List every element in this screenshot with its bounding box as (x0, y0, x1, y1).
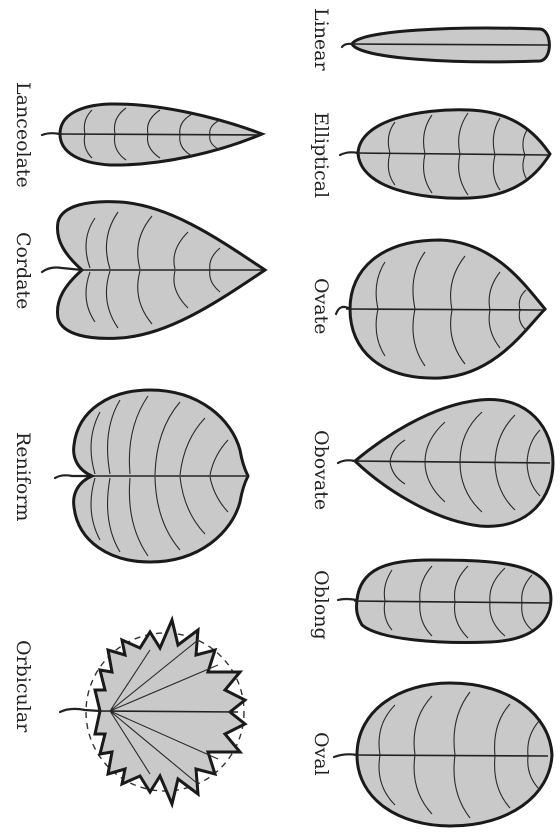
leaf-linear (342, 28, 549, 62)
label-reniform: Reniform (13, 432, 32, 521)
label-obovate: Obovate (311, 430, 330, 510)
label-ovate: Ovate (311, 278, 330, 335)
leaf-cordate (42, 202, 265, 339)
label-linear: Linear (311, 8, 330, 71)
leaf-elliptical (340, 110, 550, 198)
label-oval: Oval (311, 732, 330, 776)
leaf-oval (334, 683, 552, 826)
leaf-orbicular (60, 620, 245, 804)
leaf-obovate (338, 400, 553, 527)
leaf-reniform (55, 390, 248, 562)
leaf-lanceolate (42, 104, 262, 165)
label-oblong: Oblong (311, 570, 330, 640)
label-cordate: Cordate (13, 232, 32, 309)
label-elliptical: Elliptical (311, 112, 330, 198)
label-lanceolate: Lanceolate (13, 82, 32, 188)
leaf-ovate (336, 240, 546, 378)
label-orbicular: Orbicular (13, 640, 32, 732)
leaf-oblong (338, 560, 552, 642)
